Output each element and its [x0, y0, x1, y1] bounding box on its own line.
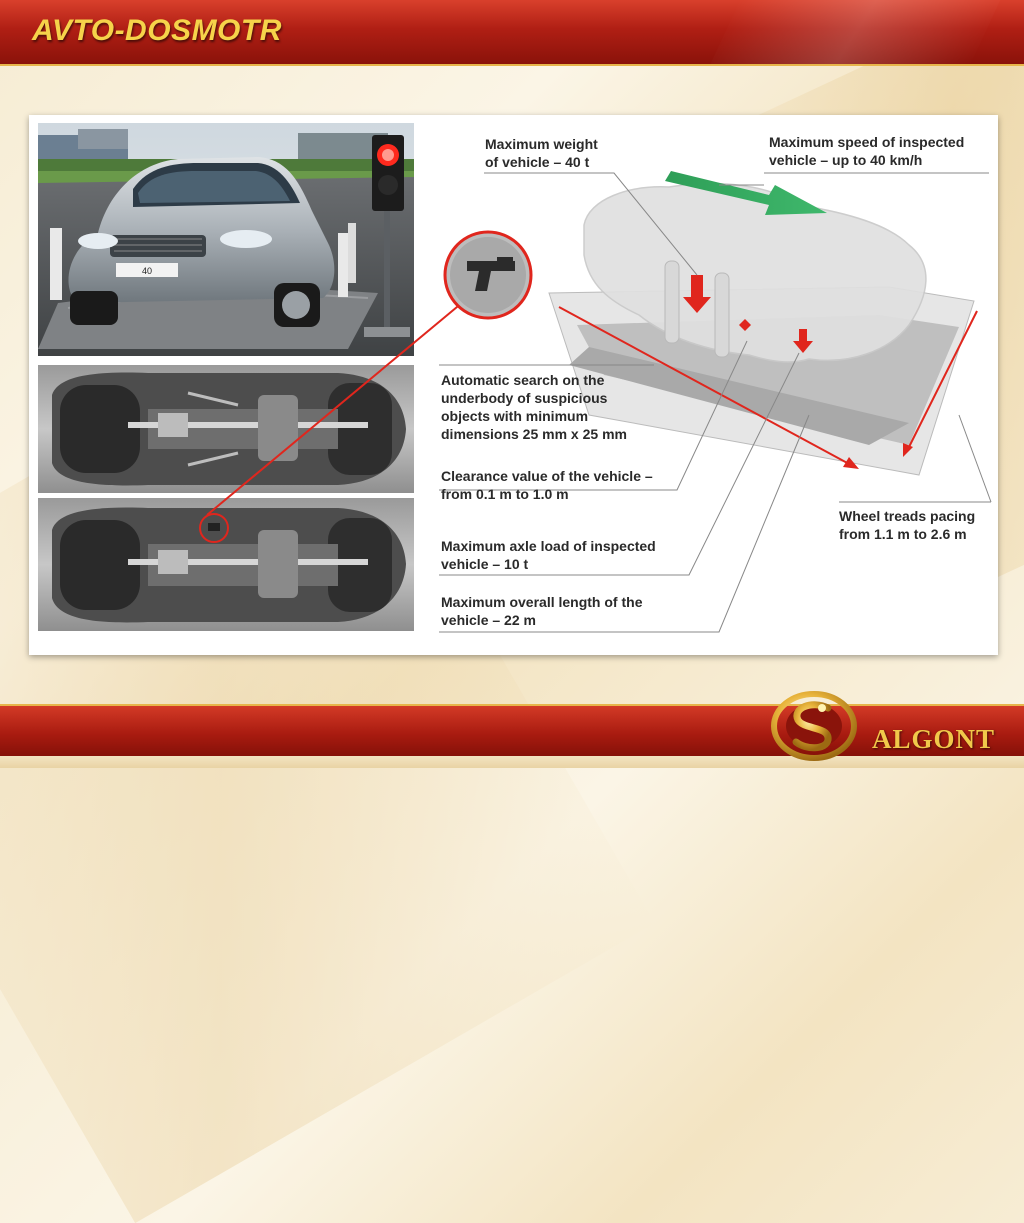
footer-bar — [0, 704, 1024, 758]
spec-wheel-treads: Wheel treads pacing from 1.1 m to 2.6 m — [839, 508, 976, 542]
pistol-icon — [467, 257, 515, 291]
content-panel: 40 — [29, 115, 998, 655]
slide-title: AVTO-DOSMOTR — [32, 14, 282, 47]
title-bar: AVTO-DOSMOTR — [0, 0, 1024, 66]
spec-overall-length: Maximum overall length of the vehicle – … — [441, 594, 643, 628]
traffic-light-icon — [364, 135, 410, 337]
underbody-scan-detected-image — [38, 498, 414, 631]
underbody-scan-image — [38, 365, 414, 493]
width-dimension-arrow — [903, 310, 978, 457]
green-arrow-icon — [665, 171, 827, 215]
spec-clearance: Clearance value of the vehicle – from 0.… — [441, 468, 653, 502]
pistol-zoom-callout — [443, 230, 533, 320]
spec-axle-load: Maximum axle load of inspected vehicle –… — [441, 538, 656, 572]
brand-name: ALGONT — [872, 724, 996, 754]
spec-auto-search: Automatic search on the underbody of sus… — [441, 372, 627, 442]
spec-max-weight: Maximum weight of vehicle – 40 t — [485, 136, 598, 170]
license-plate: 40 — [142, 266, 152, 276]
algont-logo-emblem — [771, 691, 857, 761]
spec-max-speed: Maximum speed of inspected vehicle – up … — [769, 134, 965, 168]
car-photo: 40 — [38, 123, 414, 356]
footer-strip — [0, 756, 1024, 768]
